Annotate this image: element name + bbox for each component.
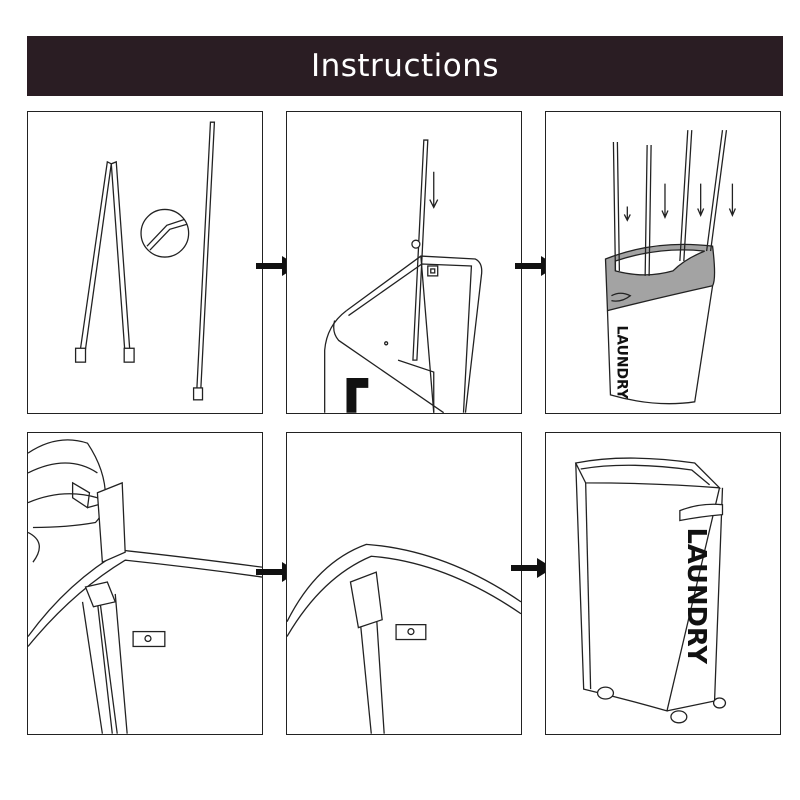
arrow-right-icon <box>509 555 555 581</box>
laundry-label: LAUNDRY <box>681 527 711 664</box>
step-6-illustration: LAUNDRY <box>574 457 727 724</box>
step-3-illustration: LAUNDRY <box>604 130 736 405</box>
step-2-illustration <box>324 139 483 413</box>
header-title: Instructions <box>310 48 500 84</box>
step-4-panel <box>27 432 263 735</box>
step-6-panel: LAUNDRY <box>545 432 781 735</box>
instructions-header: Instructions <box>27 36 783 96</box>
step-2-panel <box>286 111 522 414</box>
step-5-panel <box>286 432 522 735</box>
step-1-panel <box>27 111 263 414</box>
laundry-label: LAUNDRY <box>613 325 629 399</box>
step-5-illustration <box>287 543 521 734</box>
step-4-illustration <box>28 439 262 734</box>
step-1-illustration <box>74 121 216 401</box>
step-3-panel: LAUNDRY <box>545 111 781 414</box>
